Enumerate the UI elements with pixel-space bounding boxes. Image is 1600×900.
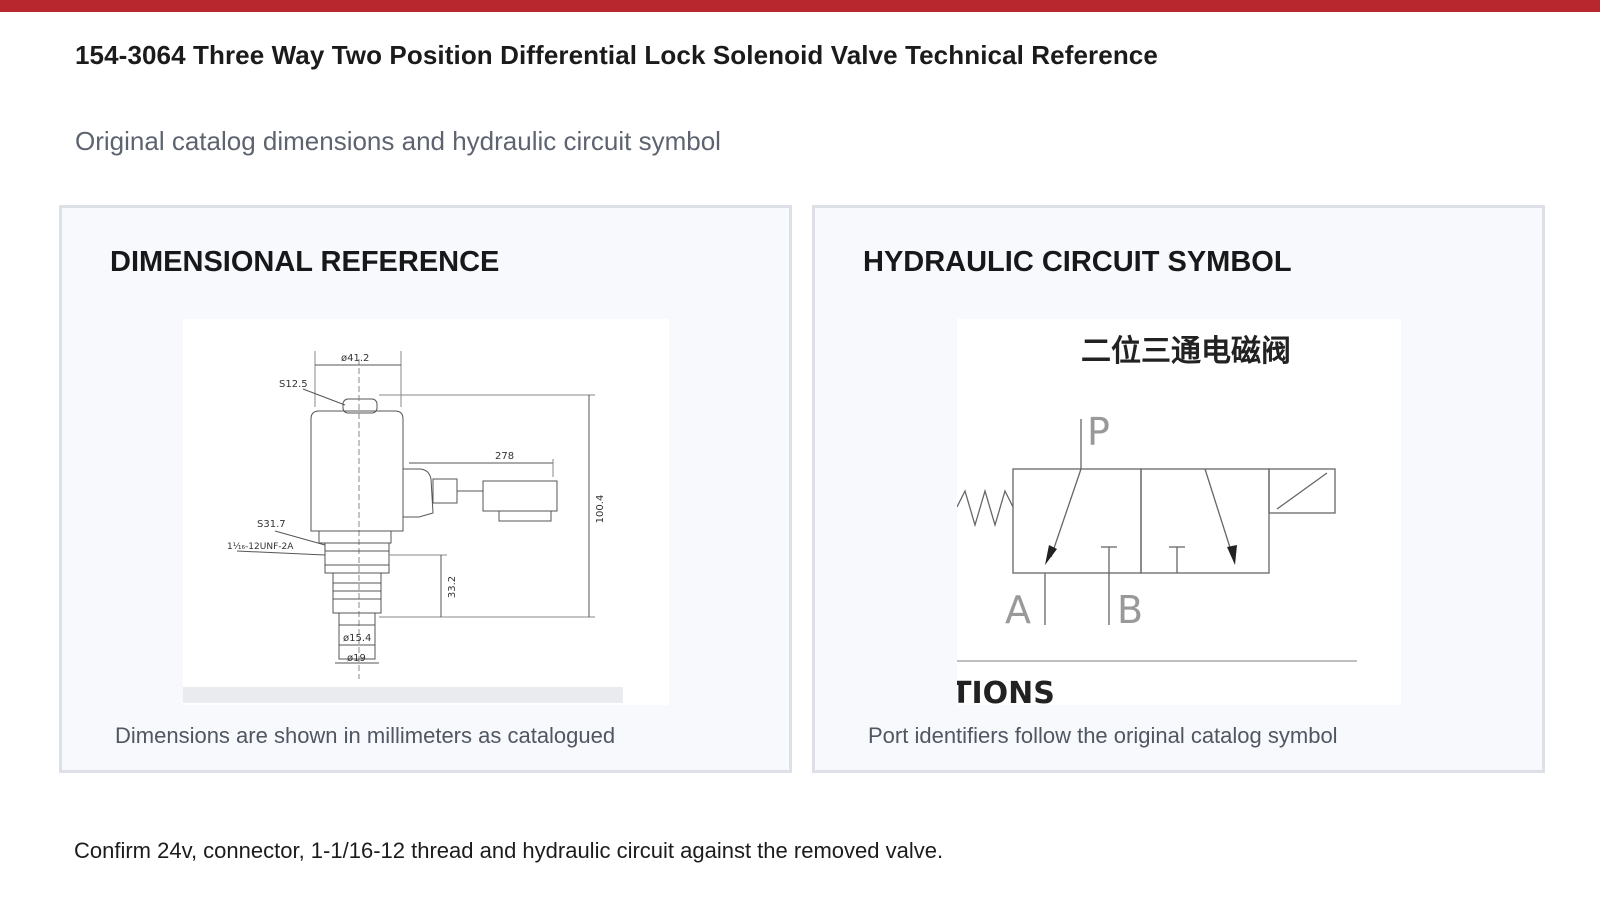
hydraulic-symbol-panel: HYDRAULIC CIRCUIT SYMBOL 二位三通电磁阀 [812,205,1545,773]
port-label-b: B [1117,588,1143,632]
dim-label-total-height: 100.4 [595,495,606,524]
port-label-p: P [1087,410,1110,454]
drawing-bottom-strip [183,687,623,703]
dimensional-drawing-svg: ø41.2 S12.5 278 S31.7 1⅟₁₆-12UNF-2A 100.… [183,351,623,703]
hydraulic-symbol-drawing: 二位三通电磁阀 [957,319,1401,705]
port-label-a: A [1005,588,1031,632]
dim-label-lower-height: 33.2 [447,576,458,598]
hydraulic-symbol-heading: HYDRAULIC CIRCUIT SYMBOL [863,246,1292,278]
dim-label-diameter-19: ø19 [347,653,366,664]
dimensional-reference-heading: DIMENSIONAL REFERENCE [110,246,500,278]
flow-arrow-b [1227,545,1237,565]
dimensional-drawing: ø41.2 S12.5 278 S31.7 1⅟₁₆-12UNF-2A 100.… [183,319,669,705]
cropped-text: TIONS [957,676,1055,705]
page-subtitle: Original catalog dimensions and hydrauli… [75,126,721,156]
hydraulic-caption: Port identifiers follow the original cat… [868,723,1338,748]
chinese-valve-title: 二位三通电磁阀 [1081,334,1291,369]
dim-label-hex-mid: S31.7 [257,519,286,530]
dim-label-diameter-15: ø15.4 [343,633,371,644]
dimensional-reference-panel: DIMENSIONAL REFERENCE [59,205,792,773]
page-title: 154-3064 Three Way Two Position Differen… [75,40,1158,70]
dim-label-diameter-top: ø41.2 [341,353,369,364]
dim-label-thread: 1⅟₁₆-12UNF-2A [227,542,294,552]
flow-arrow-a [1045,545,1057,565]
dim-label-hex-top: S12.5 [279,379,308,390]
top-accent-bar [0,0,1600,12]
hydraulic-symbol-svg: 二位三通电磁阀 [957,334,1357,705]
verification-note: Confirm 24v, connector, 1-1/16-12 thread… [74,838,944,863]
dim-label-connector-length: 278 [495,451,514,462]
dimensional-caption: Dimensions are shown in millimeters as c… [115,723,616,748]
